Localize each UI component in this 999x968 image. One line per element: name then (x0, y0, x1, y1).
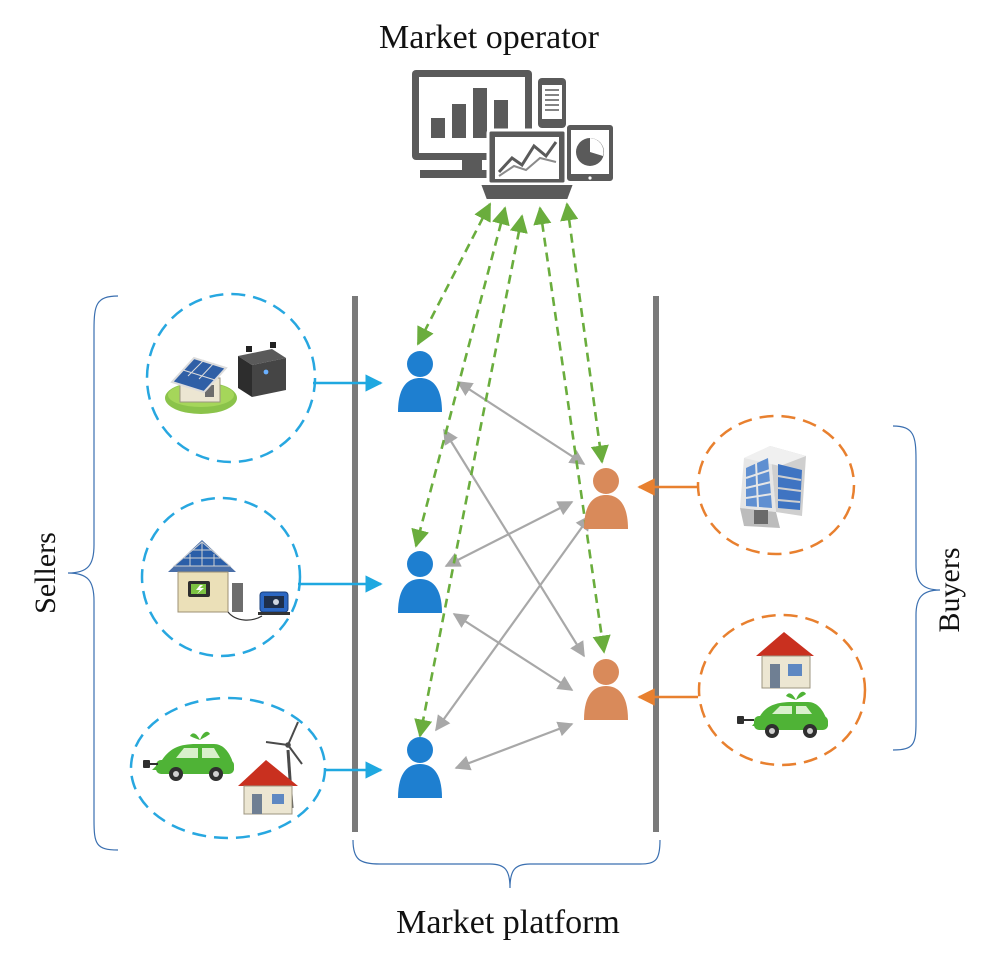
solar-house-generator-icon (168, 540, 290, 621)
operator-link-s1 (416, 202, 492, 346)
solar-house-battery-icon (165, 342, 286, 414)
ev-wind-house-icon (143, 721, 303, 815)
seller-node-1[interactable] (398, 351, 442, 412)
market-platform-label: Market platform (396, 904, 620, 941)
operator-link-b1 (560, 202, 609, 464)
platform-brace (352, 839, 661, 889)
seller-3-ring (129, 696, 327, 840)
platform-right-bar (653, 296, 659, 832)
platform-left-bar (352, 296, 358, 832)
market-operator-title: Market operator (379, 19, 600, 56)
trade-link-s1-b1 (456, 381, 586, 465)
seller-2-ring (140, 496, 302, 658)
office-building-icon (740, 446, 806, 528)
trade-links (435, 381, 591, 771)
operator-links (411, 202, 611, 738)
buyers-label: Buyers (933, 548, 966, 633)
operator-link-b2 (533, 206, 611, 654)
buyer-1-ring (696, 414, 856, 556)
buyers-brace (892, 425, 941, 751)
seller-1-ring (145, 292, 317, 464)
sellers-label: Sellers (29, 532, 62, 614)
seller-node-2[interactable] (398, 551, 442, 613)
operator-link-s3 (414, 214, 528, 738)
buyer-node-1[interactable] (584, 468, 628, 529)
buyer-node-2[interactable] (584, 659, 628, 720)
computer-devices-icon (412, 70, 615, 201)
trade-link-s3-b2 (454, 721, 574, 771)
sellers-brace (67, 295, 119, 851)
seller-node-3[interactable] (398, 737, 442, 798)
house-ev-icon (737, 632, 828, 738)
buyer-2-ring (697, 613, 867, 767)
trade-link-s3-b1 (435, 514, 591, 732)
